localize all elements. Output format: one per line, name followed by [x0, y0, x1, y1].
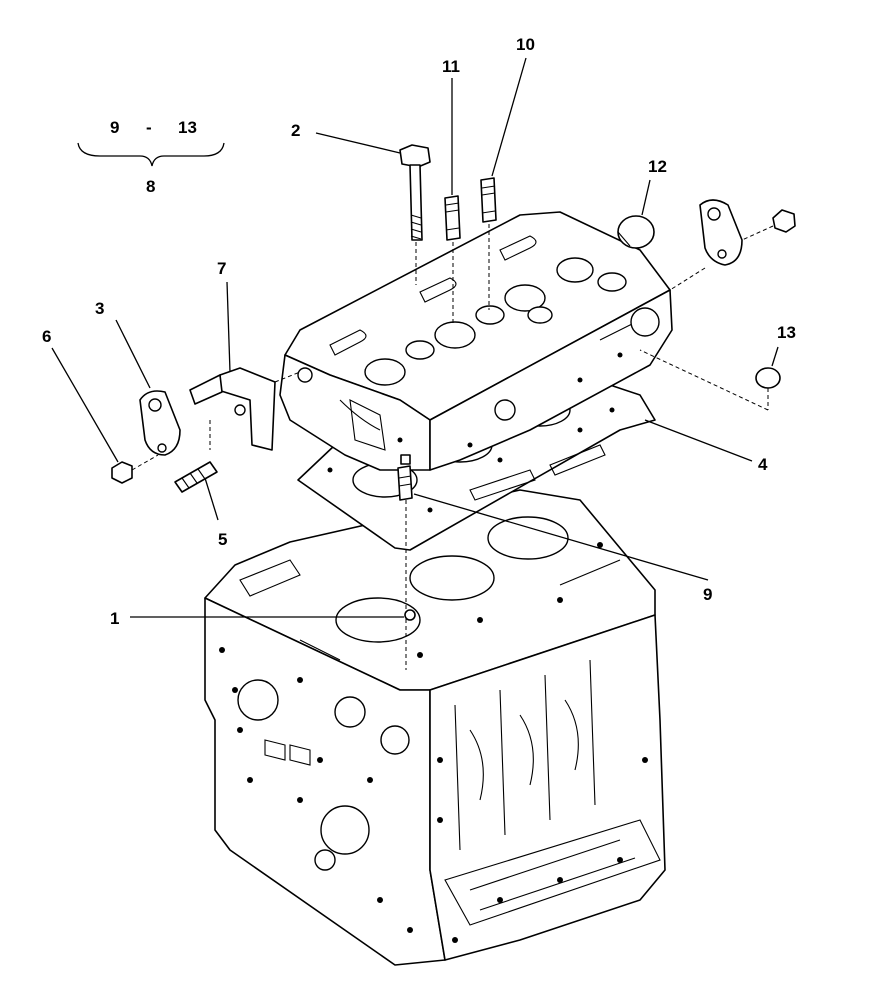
callout-1: 1 [110, 609, 119, 628]
group-label: 9 - 13 8 [77, 118, 225, 196]
callout-13: 13 [777, 323, 796, 342]
washer-1 [404, 609, 416, 621]
callout-4: 4 [758, 455, 768, 474]
lifting-eye-bolt [111, 454, 159, 484]
bracket-7 [189, 367, 301, 451]
group-range-end: 13 [178, 118, 197, 137]
lifting-eye-right [669, 199, 796, 291]
callout-7: 7 [217, 259, 226, 278]
core-plug-13 [639, 349, 781, 411]
group-total: 8 [146, 177, 155, 196]
dowel-9 [397, 454, 416, 670]
core-plug-12 [617, 215, 655, 249]
stud-10 [480, 177, 497, 310]
group-range-dash: - [146, 118, 152, 137]
engine-block [204, 489, 666, 966]
callout-9: 9 [703, 585, 712, 604]
block-bolt-dots [219, 542, 648, 943]
callout-6: 6 [42, 327, 51, 346]
group-brace [77, 142, 225, 167]
lifting-eye-left [139, 390, 181, 456]
stud-11 [444, 195, 461, 325]
callout-11: 11 [442, 57, 460, 76]
callout-12: 12 [648, 157, 667, 176]
callout-2: 2 [291, 121, 300, 140]
stud-5 [174, 461, 218, 493]
cylinder-head [279, 211, 673, 471]
leader-lines [51, 57, 779, 618]
group-range-start: 9 [110, 118, 119, 137]
callouts: 1 2 3 4 5 6 7 9 10 11 12 13 [42, 35, 796, 628]
callout-10: 10 [516, 35, 535, 54]
callout-5: 5 [218, 530, 227, 549]
head-bolt [399, 144, 431, 285]
callout-3: 3 [95, 299, 104, 318]
